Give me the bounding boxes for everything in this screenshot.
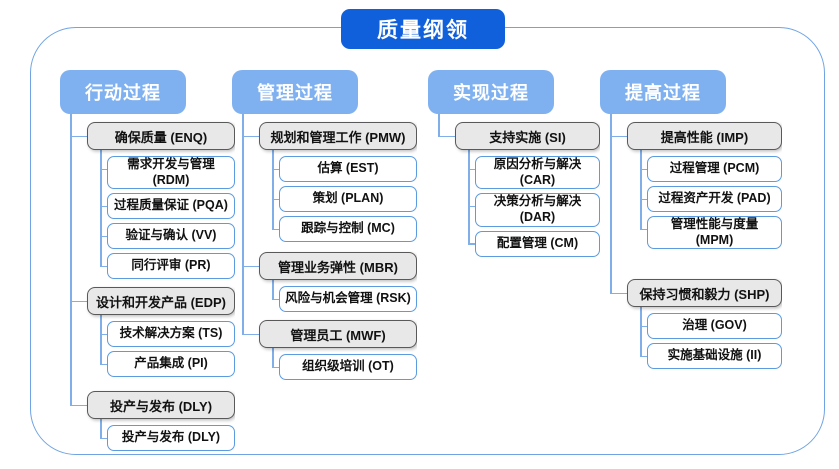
process-item: 跟踪与控制 (MC) <box>272 150 417 242</box>
process-item-box: 配置管理 (CM) <box>475 230 600 257</box>
process-item: 技术解决方案 (TS) <box>100 315 235 348</box>
process-group: 管理员工 (MWF) 组织级培训 (OT) <box>242 114 417 380</box>
process-area-box: 提高性能 (IMP) <box>627 122 782 150</box>
process-item: 产品集成 (PI) <box>100 315 235 378</box>
process-item: 同行评审 (PR) <box>100 150 235 280</box>
process-children: 技术解决方案 (TS) 产品集成 (PI) <box>100 315 235 378</box>
process-children: 需求开发与管理 (RDM) 过程质量保证 (PQA) 验证与确认 (VV) 同行评审 … <box>100 150 235 280</box>
process-children: 组织级培训 (OT) <box>272 348 417 380</box>
process-item-box: 产品集成 (PI) <box>107 351 235 378</box>
process-area-box: 投产与发布 (DLY) <box>87 391 235 420</box>
process-group: 保持习惯和毅力 (SHP) 治理 (GOV) 实施基础设施 (II) <box>610 114 782 370</box>
process-item: 风险与机会管理 (RSK) <box>272 280 417 312</box>
process-item: 策划 (PLAN) <box>272 150 417 212</box>
process-header: 行动过程 <box>60 70 186 114</box>
process-item-box: 同行评审 (PR) <box>107 253 235 280</box>
process-groups: 支持实施 (SI) 原因分析与解决 (CAR)决策分析与解决 (DAR) 配置管理 … <box>428 114 600 257</box>
process-header: 实现过程 <box>428 70 554 114</box>
process-item-box: 过程资产开发 (PAD) <box>647 186 782 212</box>
process-item: 原因分析与解决 (CAR) <box>468 150 600 190</box>
process-group: 确保质量 (ENQ) 需求开发与管理 (RDM) 过程质量保证 (PQA) 验证与确认… <box>70 114 235 280</box>
process-area-box: 管理员工 (MWF) <box>259 320 417 348</box>
process-item-box: 风险与机会管理 (RSK) <box>279 286 417 312</box>
process-item: 治理 (GOV) <box>640 307 782 340</box>
process-area-box: 支持实施 (SI) <box>455 122 600 150</box>
process-item-box: 组织级培训 (OT) <box>279 354 417 380</box>
process-item-box: 策划 (PLAN) <box>279 186 417 212</box>
process-item-box: 投产与发布 (DLY) <box>107 425 235 452</box>
process-item-box: 验证与确认 (VV) <box>107 223 235 250</box>
process-item: 投产与发布 (DLY) <box>100 419 235 452</box>
process-item: 配置管理 (CM) <box>468 150 600 257</box>
diagram-title: 质量纲领 <box>341 9 505 49</box>
process-groups: 提高性能 (IMP) 过程管理 (PCM) 过程资产开发 (PAD) 管理性能与度量 … <box>600 114 782 370</box>
process-item-box: 治理 (GOV) <box>647 313 782 340</box>
process-item-box: 实施基础设施 (II) <box>647 343 782 370</box>
process-item: 估算 (EST) <box>272 150 417 182</box>
process-item-box: 原因分析与解决 (CAR) <box>475 156 600 190</box>
process-header: 提高过程 <box>600 70 726 114</box>
process-children: 投产与发布 (DLY) <box>100 419 235 452</box>
process-column: 提高过程提高性能 (IMP) 过程管理 (PCM) 过程资产开发 (PAD) 管理性能… <box>600 70 782 370</box>
process-column: 行动过程确保质量 (ENQ) 需求开发与管理 (RDM) 过程质量保证 (PQA) 验… <box>60 70 235 452</box>
process-group: 支持实施 (SI) 原因分析与解决 (CAR)决策分析与解决 (DAR) 配置管理 … <box>438 114 600 257</box>
process-item: 过程管理 (PCM) <box>640 150 782 182</box>
process-groups: 确保质量 (ENQ) 需求开发与管理 (RDM) 过程质量保证 (PQA) 验证与确认… <box>60 114 235 452</box>
process-children: 过程管理 (PCM) 过程资产开发 (PAD) 管理性能与度量 (MPM) <box>640 150 782 250</box>
process-area-box: 确保质量 (ENQ) <box>87 122 235 150</box>
process-column: 管理过程规划和管理工作 (PMW) 估算 (EST) 策划 (PLAN) 跟踪与控制 … <box>232 70 417 380</box>
process-item-box: 跟踪与控制 (MC) <box>279 216 417 242</box>
process-item: 管理性能与度量 (MPM) <box>640 150 782 250</box>
process-group: 提高性能 (IMP) 过程管理 (PCM) 过程资产开发 (PAD) 管理性能与度量 … <box>610 114 782 250</box>
process-item-box: 需求开发与管理 (RDM) <box>107 156 235 190</box>
process-children: 估算 (EST) 策划 (PLAN) 跟踪与控制 (MC) <box>272 150 417 242</box>
process-group: 规划和管理工作 (PMW) 估算 (EST) 策划 (PLAN) 跟踪与控制 (MC) <box>242 114 417 242</box>
process-group: 设计和开发产品 (EDP) 技术解决方案 (TS) 产品集成 (PI) <box>70 114 235 378</box>
process-item: 实施基础设施 (II) <box>640 307 782 370</box>
process-item-box: 过程质量保证 (PQA) <box>107 193 235 220</box>
process-item: 决策分析与解决 (DAR) <box>468 150 600 227</box>
process-group: 投产与发布 (DLY) 投产与发布 (DLY) <box>70 114 235 452</box>
process-group: 管理业务弹性 (MBR) 风险与机会管理 (RSK) <box>242 114 417 312</box>
process-area-box: 设计和开发产品 (EDP) <box>87 287 235 316</box>
process-header: 管理过程 <box>232 70 358 114</box>
process-groups: 规划和管理工作 (PMW) 估算 (EST) 策划 (PLAN) 跟踪与控制 (MC)… <box>232 114 417 380</box>
process-children: 风险与机会管理 (RSK) <box>272 280 417 312</box>
process-item: 需求开发与管理 (RDM) <box>100 150 235 190</box>
process-item: 过程质量保证 (PQA) <box>100 150 235 220</box>
process-item-box: 技术解决方案 (TS) <box>107 321 235 348</box>
process-column: 实现过程支持实施 (SI) 原因分析与解决 (CAR)决策分析与解决 (DAR) 配… <box>428 70 600 257</box>
process-item-box: 管理性能与度量 (MPM) <box>647 216 782 250</box>
process-item: 验证与确认 (VV) <box>100 150 235 250</box>
process-item-box: 过程管理 (PCM) <box>647 156 782 182</box>
process-area-box: 规划和管理工作 (PMW) <box>259 122 417 150</box>
process-area-box: 管理业务弹性 (MBR) <box>259 252 417 280</box>
process-children: 原因分析与解决 (CAR)决策分析与解决 (DAR) 配置管理 (CM) <box>468 150 600 257</box>
process-item: 组织级培训 (OT) <box>272 348 417 380</box>
process-area-box: 保持习惯和毅力 (SHP) <box>627 279 782 308</box>
process-item-box: 估算 (EST) <box>279 156 417 182</box>
process-children: 治理 (GOV) 实施基础设施 (II) <box>640 307 782 370</box>
process-item: 过程资产开发 (PAD) <box>640 150 782 212</box>
process-item-box: 决策分析与解决 (DAR) <box>475 193 600 227</box>
